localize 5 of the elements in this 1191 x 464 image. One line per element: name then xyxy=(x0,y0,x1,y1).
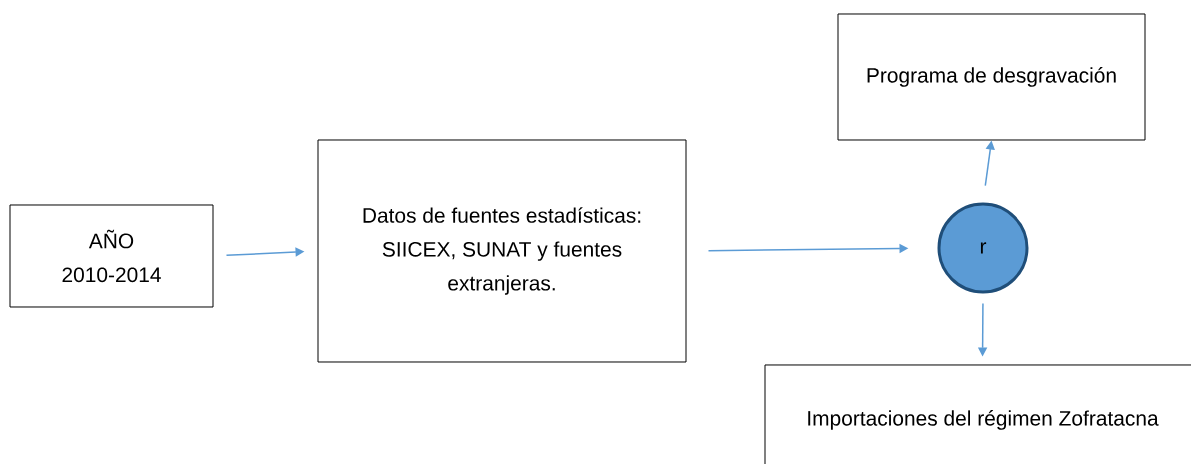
process-box: Datos de fuentes estadísticas: SIICEX, SUNAT y fuentes extranjeras. xyxy=(317,139,687,363)
circle-node: r xyxy=(937,202,1029,294)
process-box: AÑO 2010-2014 xyxy=(9,204,214,308)
process-box: Importaciones del régimen Zofratacna xyxy=(764,364,1191,464)
process-box: Programa de desgravación xyxy=(837,13,1146,141)
